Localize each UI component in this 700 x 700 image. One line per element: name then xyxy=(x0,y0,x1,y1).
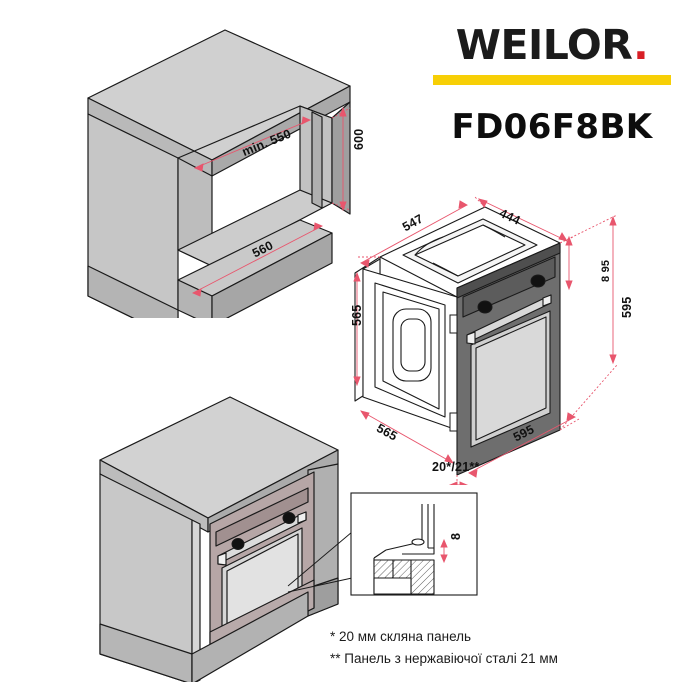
oven-dimension-lines xyxy=(353,196,618,485)
cabinet-opening-top-edge xyxy=(177,105,301,159)
detail-dimension-lines xyxy=(440,538,448,564)
cabinet-opening-top-right xyxy=(299,105,333,119)
installed-handle-mount-left xyxy=(217,552,227,566)
oven-hinge-top xyxy=(449,314,458,334)
detail-gap-dim: 8 xyxy=(449,532,463,540)
cabinet-cutout-figure xyxy=(87,29,351,318)
oven-side-height-dim: 565 xyxy=(350,304,364,326)
installed-oven-control-strip xyxy=(215,487,309,547)
footnote-glass-panel: * 20 мм скляна панель xyxy=(330,629,472,644)
cabinet-left-plinth xyxy=(87,265,179,318)
oven-door-glass-inner xyxy=(475,316,547,441)
brand-underline-bar xyxy=(433,75,671,86)
oven-panel-thickness-dim: 20*/21** xyxy=(432,460,480,474)
oven-top-arc-3 xyxy=(432,262,459,277)
oven-handle-left-mount xyxy=(466,331,476,345)
detail-callout-figure xyxy=(350,492,478,596)
installed-left-panel xyxy=(99,473,193,682)
model-number: FD06F8BK xyxy=(451,107,653,148)
cabinet-dimension-lines xyxy=(191,106,351,297)
installed-oven-figure xyxy=(99,396,339,682)
brand-logo-text: WEILOR. xyxy=(430,21,674,69)
oven-top-arc-2 xyxy=(482,224,506,238)
leader-line-lower xyxy=(287,577,353,593)
brand-dot: . xyxy=(633,21,649,69)
detail-hook-profile xyxy=(402,547,435,555)
detail-leader-lines xyxy=(287,531,353,593)
detail-hatch-right xyxy=(411,560,434,594)
brand-name: WEILOR xyxy=(455,21,634,69)
leader-line-upper xyxy=(287,531,353,587)
oven-cavity-window-inner xyxy=(400,318,426,372)
oven-hinge-bottom xyxy=(449,412,458,432)
oven-knob-left xyxy=(477,300,493,314)
brand-block: WEILOR. FD06F8BK xyxy=(430,21,674,148)
installed-left-plinth xyxy=(99,623,193,682)
footnote-steel-panel: ** Панель з нержавіючої сталі 21 мм xyxy=(330,650,558,666)
detail-slope-line xyxy=(373,549,387,559)
installed-knob-left xyxy=(231,538,245,550)
detail-hatch-upper xyxy=(374,560,411,578)
oven-knob-right xyxy=(530,274,546,288)
cabinet-right-reveal xyxy=(311,111,323,209)
oven-front-height-dim: 595 xyxy=(620,296,634,318)
oven-front-offset-dim: 8 95 xyxy=(600,259,612,282)
cabinet-right-outer xyxy=(331,101,351,215)
oven-front-bevel xyxy=(456,242,561,299)
detail-cabinet-front xyxy=(373,577,412,595)
footnotes-block: * 20 мм скляна панель ** Панель з нержав… xyxy=(330,626,690,670)
installed-plinth-front xyxy=(191,591,309,682)
oven-handle-right-mount xyxy=(542,294,552,307)
cabinet-plinth-front xyxy=(211,232,333,318)
installed-knob-right xyxy=(282,512,296,524)
installed-handle-mount-right xyxy=(297,511,307,524)
detail-gasket xyxy=(411,538,425,546)
oven-dimensions-figure xyxy=(353,196,618,485)
oven-top-arc-1 xyxy=(414,236,444,256)
cabinet-height-dim: 600 xyxy=(352,128,366,150)
cabinet-left-panel xyxy=(87,113,179,318)
